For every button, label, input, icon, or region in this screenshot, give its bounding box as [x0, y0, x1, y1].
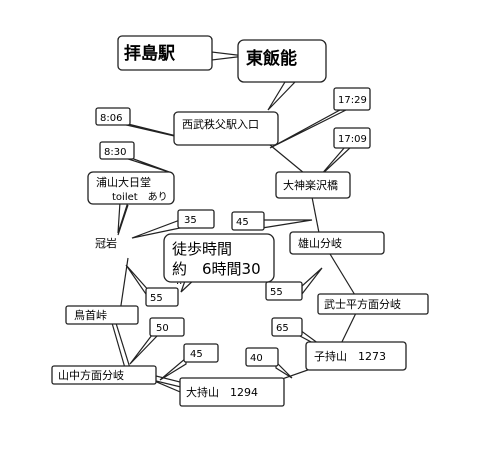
- place-torikubi-toge-box: [65, 305, 139, 325]
- duration-65-box: [271, 317, 303, 337]
- place-bushidaira-junction-label: 武士平方面分岐: [324, 297, 401, 311]
- place-komochiyama-box: [305, 341, 407, 371]
- time-1709: 17:09: [333, 127, 371, 149]
- duration-55-right: 55: [265, 281, 303, 301]
- place-komochiyama: 子持山 1273: [305, 341, 407, 371]
- time-0806-box: [95, 107, 131, 126]
- place-omochiyama: 大持山 1294: [179, 377, 285, 407]
- place-seibu-chichibu-entrance-label: 西武秩父駅入口: [182, 118, 259, 131]
- tail-45-upper: [261, 219, 313, 229]
- place-omochiyama-box: [179, 377, 285, 407]
- place-yamanaka-junction-box: [51, 365, 157, 385]
- time-0830: 8:30: [99, 141, 135, 160]
- place-kanmuri-iwa-label: 冠岩: [95, 236, 117, 250]
- duration-55-left-label: 55: [150, 293, 163, 304]
- station-higashi-hanno-label: 東飯能: [246, 48, 297, 69]
- tail-50: [129, 334, 160, 365]
- place-oyama-junction-box: [289, 231, 385, 255]
- line-yamanaka-to-torikubi: [111, 322, 126, 369]
- duration-45-upper-label: 45: [236, 217, 249, 228]
- time-1729: 17:29: [333, 87, 371, 111]
- place-kanmuri-iwa: 冠岩: [95, 236, 117, 250]
- duration-55-left-box: [145, 287, 179, 307]
- duration-35: 35: [177, 209, 215, 229]
- time-0830-label: 8:30: [104, 147, 126, 158]
- place-ogamirakusawa-bridge: 大神楽沢橋: [275, 171, 351, 199]
- station-haijima: 拝島駅: [117, 35, 213, 71]
- place-oyama-junction-label: 雄山分岐: [298, 236, 342, 250]
- station-higashi-hanno: 東飯能: [237, 39, 327, 83]
- place-bushidaira-junction-box: [317, 293, 429, 315]
- duration-40: 40: [245, 347, 279, 367]
- tail-higashi-hanno: [267, 81, 297, 111]
- time-1709-label: 17:09: [338, 134, 367, 145]
- duration-45-upper-box: [231, 211, 265, 231]
- place-ogamirakusawa-bridge-box: [275, 171, 351, 199]
- line-torikubi-to-yamanaka-b: [114, 319, 131, 369]
- station-higashi-hanno-box: [237, 39, 327, 83]
- duration-50-label: 50: [156, 323, 169, 334]
- place-yamanaka-junction-label: 山中方面分岐: [58, 368, 124, 382]
- line-oyama-to-bushidaira: [329, 253, 359, 301]
- walking-time-label: 徒歩時間: [172, 240, 232, 258]
- place-oyama-junction: 雄山分岐: [289, 231, 385, 255]
- place-yamanaka-junction: 山中方面分岐: [51, 365, 157, 385]
- place-bushidaira-junction: 武士平方面分岐: [317, 293, 429, 315]
- duration-55-right-box: [265, 281, 303, 301]
- time-1709-box: [333, 127, 371, 149]
- duration-50: 50: [149, 317, 185, 337]
- duration-45-upper: 45: [231, 211, 265, 231]
- duration-35-label: 35: [184, 215, 197, 226]
- duration-45-lower-box: [183, 343, 219, 363]
- tail-45-lower: [159, 356, 187, 381]
- duration-35-box: [177, 209, 215, 229]
- place-urayama-dainichido-box: [87, 171, 175, 205]
- tail-55-right: [301, 267, 323, 296]
- time-0806-label: 8:06: [100, 113, 122, 124]
- duration-40-label: 40: [250, 353, 263, 364]
- time-1729-label: 17:29: [338, 95, 367, 106]
- walking-time-summary-box: [163, 233, 275, 283]
- place-seibu-chichibu-entrance: 西武秩父駅入口: [173, 111, 279, 146]
- place-komochiyama-label: 子持山 1273: [314, 349, 386, 363]
- duration-50-box: [149, 317, 185, 337]
- walking-time-value: 約 6時間30: [172, 260, 261, 278]
- duration-45-lower-label: 45: [190, 349, 203, 360]
- place-ogamirakusawa-bridge-label: 大神楽沢橋: [283, 178, 338, 192]
- place-torikubi-toge: 鳥首峠: [65, 305, 139, 325]
- time-1729-box: [333, 87, 371, 111]
- time-0806: 8:06: [95, 107, 131, 126]
- place-omochiyama-label: 大持山 1294: [186, 385, 258, 399]
- duration-55-right-label: 55: [270, 287, 283, 298]
- time-0830-box: [99, 141, 135, 160]
- place-urayama-dainichido: 浦山大日堂 toilet あり: [87, 171, 175, 205]
- tail-urayama: [117, 201, 129, 234]
- station-haijima-box: [117, 35, 213, 71]
- station-haijima-label: 拝島駅: [124, 43, 176, 64]
- walking-time-trail: ..: [176, 276, 182, 287]
- line-ogamirakusawa-to-oyama: [311, 196, 321, 239]
- place-urayama-dainichido-label: 浦山大日堂: [96, 175, 151, 189]
- duration-45-lower: 45: [183, 343, 219, 363]
- line-kanmuri-to-urayama: [117, 204, 129, 236]
- duration-40-box: [245, 347, 279, 367]
- tail-0830: [124, 157, 173, 174]
- place-torikubi-toge-label: 鳥首峠: [74, 308, 107, 322]
- duration-55-left: 55: [145, 287, 179, 307]
- walking-time-summary: 徒歩時間 約 6時間30 ..: [163, 233, 275, 287]
- duration-65: 65: [271, 317, 303, 337]
- toilet-note: toilet あり: [112, 191, 168, 203]
- place-seibu-chichibu-entrance-box: [173, 111, 279, 146]
- duration-65-label: 65: [276, 323, 289, 334]
